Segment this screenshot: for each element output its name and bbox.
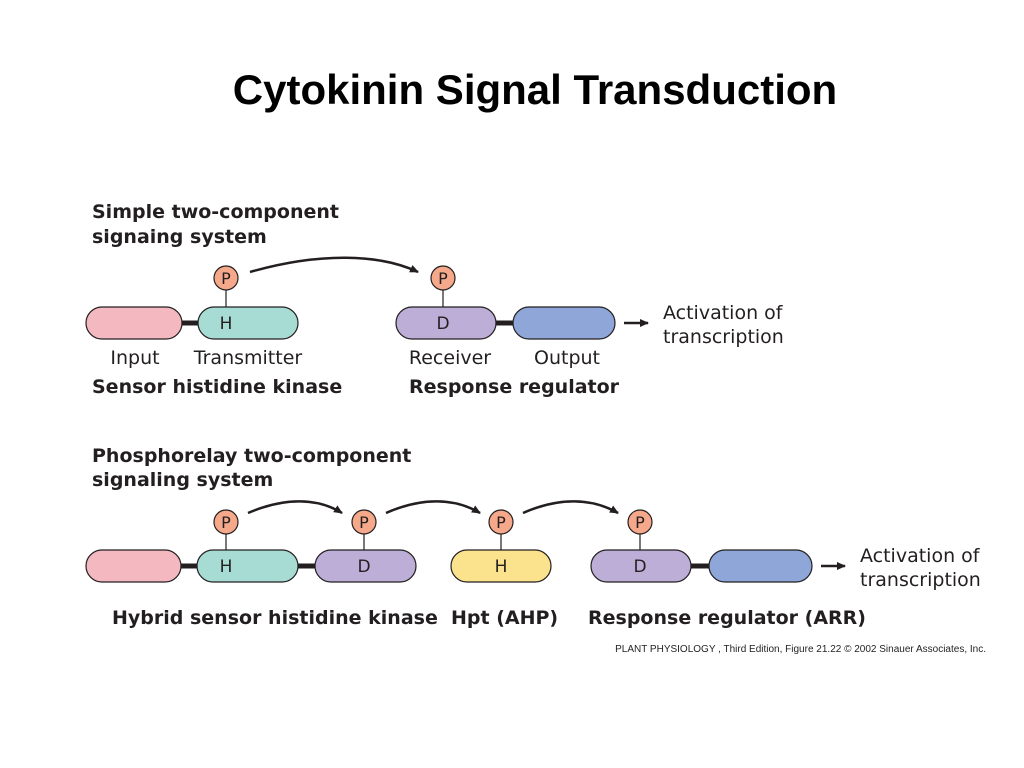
phosphorelay-heading-line2: signaling system	[92, 469, 273, 491]
output-label: Output	[534, 347, 600, 369]
input-domain	[85, 306, 183, 340]
sensor-caption: Sensor histidine kinase	[92, 376, 342, 398]
input-label: Input	[110, 347, 159, 369]
transmitter-label: Transmitter	[193, 347, 303, 369]
hpt-phosphate-label: P	[496, 513, 506, 532]
hpt-h-label: H	[495, 557, 508, 577]
receiver-domain	[395, 306, 497, 340]
receiver-phosphate-label: P	[438, 269, 448, 288]
figure-credit: PLANT PHYSIOLOGY , Third Edition, Figure…	[615, 644, 986, 655]
transmitter-phosphate-label: P	[221, 269, 231, 288]
hybrid-caption: Hybrid sensor histidine kinase	[112, 607, 438, 629]
hpt-caption: Hpt (AHP)	[451, 607, 558, 629]
transmitter-h-label: H	[220, 314, 233, 334]
simple-heading-line2: signaing system	[92, 226, 267, 248]
simple-transfer-arrow	[249, 256, 419, 274]
phosphorelay-activation-line1: Activation of	[860, 545, 981, 567]
hybrid-d-phosphate-label: P	[359, 513, 369, 532]
hybrid-input-domain	[85, 549, 182, 583]
hybrid-h-phosphate	[213, 509, 239, 535]
phosphorelay-heading-line1: Phosphorelay two-component	[92, 445, 411, 467]
receiver-label: Receiver	[409, 347, 491, 369]
regulator-caption: Response regulator	[409, 376, 620, 398]
hybrid-receiver-domain	[314, 549, 417, 583]
hybrid-d-label: D	[357, 557, 370, 577]
simple-activation-line2: transcription	[663, 326, 784, 348]
receiver-d-label: D	[436, 314, 449, 334]
hybrid-transmitter-domain	[196, 549, 299, 583]
relay-arrow-1	[247, 500, 343, 515]
relay-arrow-2	[385, 500, 481, 515]
arr-d-label: D	[633, 557, 646, 577]
slide-title: Cytokinin Signal Transduction	[232, 66, 838, 113]
arr-phosphate-label: P	[635, 513, 645, 532]
arr-phosphate	[627, 509, 653, 535]
simple-heading-line1: Simple two-component	[92, 201, 339, 223]
transmitter-phosphate	[213, 265, 239, 291]
arr-caption: Response regulator (ARR)	[588, 607, 866, 629]
hybrid-h-label: H	[220, 557, 233, 577]
hpt-phosphate	[488, 509, 514, 535]
output-domain	[512, 306, 616, 340]
phosphorelay-activation-line2: transcription	[860, 569, 981, 591]
transmitter-domain	[197, 306, 299, 340]
hybrid-d-phosphate	[351, 509, 377, 535]
receiver-phosphate	[430, 265, 456, 291]
simple-activation-line1: Activation of	[663, 302, 784, 324]
arr-receiver-domain	[590, 549, 692, 583]
relay-arrow-3	[522, 500, 619, 515]
arr-output-domain	[708, 549, 813, 583]
hybrid-h-phosphate-label: P	[221, 513, 231, 532]
